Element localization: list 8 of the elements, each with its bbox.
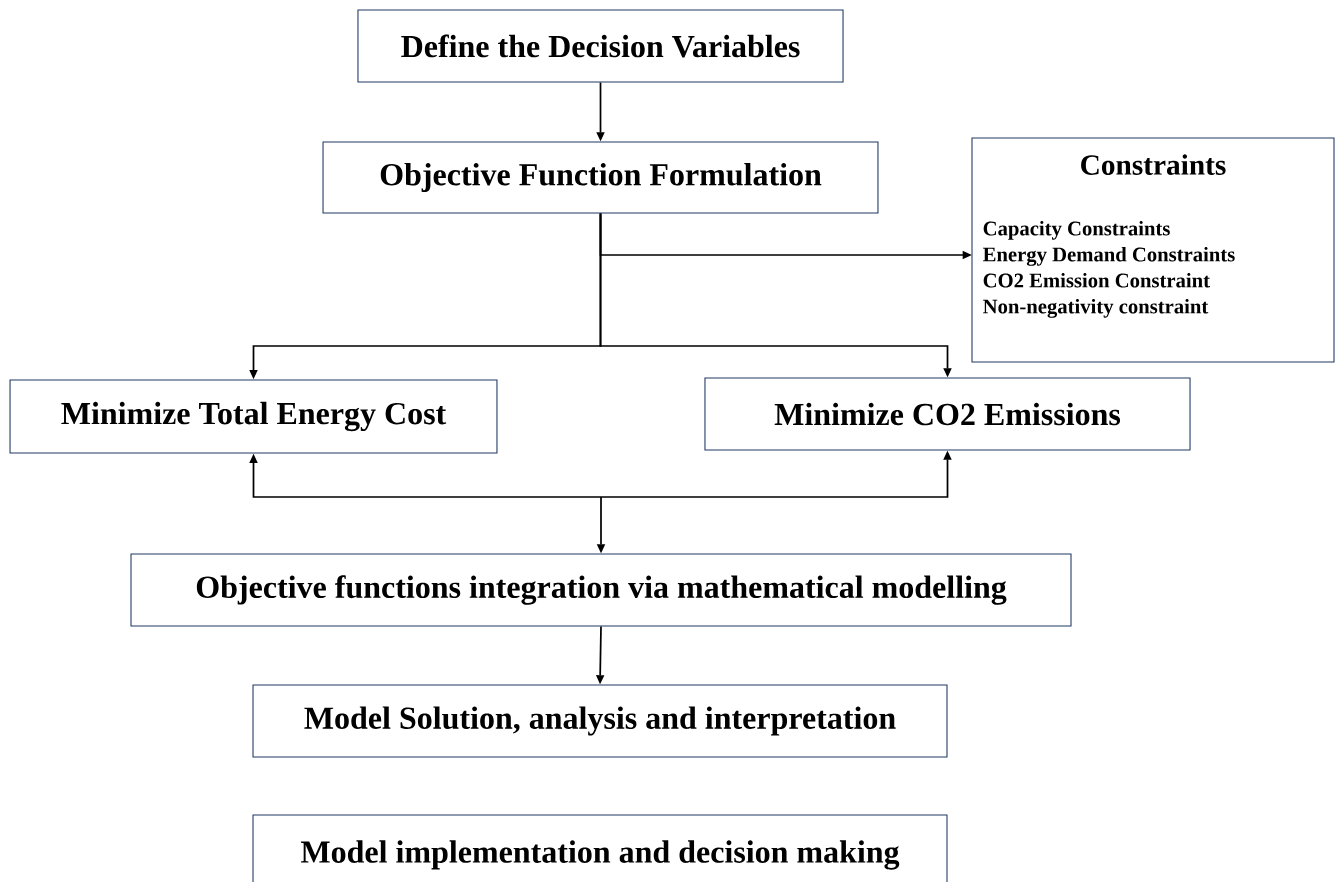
process-box: Objective Function Formulation [322,141,879,214]
constraints-box: Constraints Capacity Constraints Energy Demand Constraints CO2 Emission Constraint Non-negativity constraint [971,137,1335,363]
process-box: Define the Decision Variables [357,9,844,83]
process-box: Objective functions integration via mathematical modelling [130,553,1072,627]
process-box: Model implementation and decision making [252,814,948,882]
process-box: Minimize Total Energy Cost [9,379,498,454]
process-box: Minimize CO2 Emissions [704,377,1191,451]
process-box: Model Solution, analysis and interpretation [252,684,948,758]
